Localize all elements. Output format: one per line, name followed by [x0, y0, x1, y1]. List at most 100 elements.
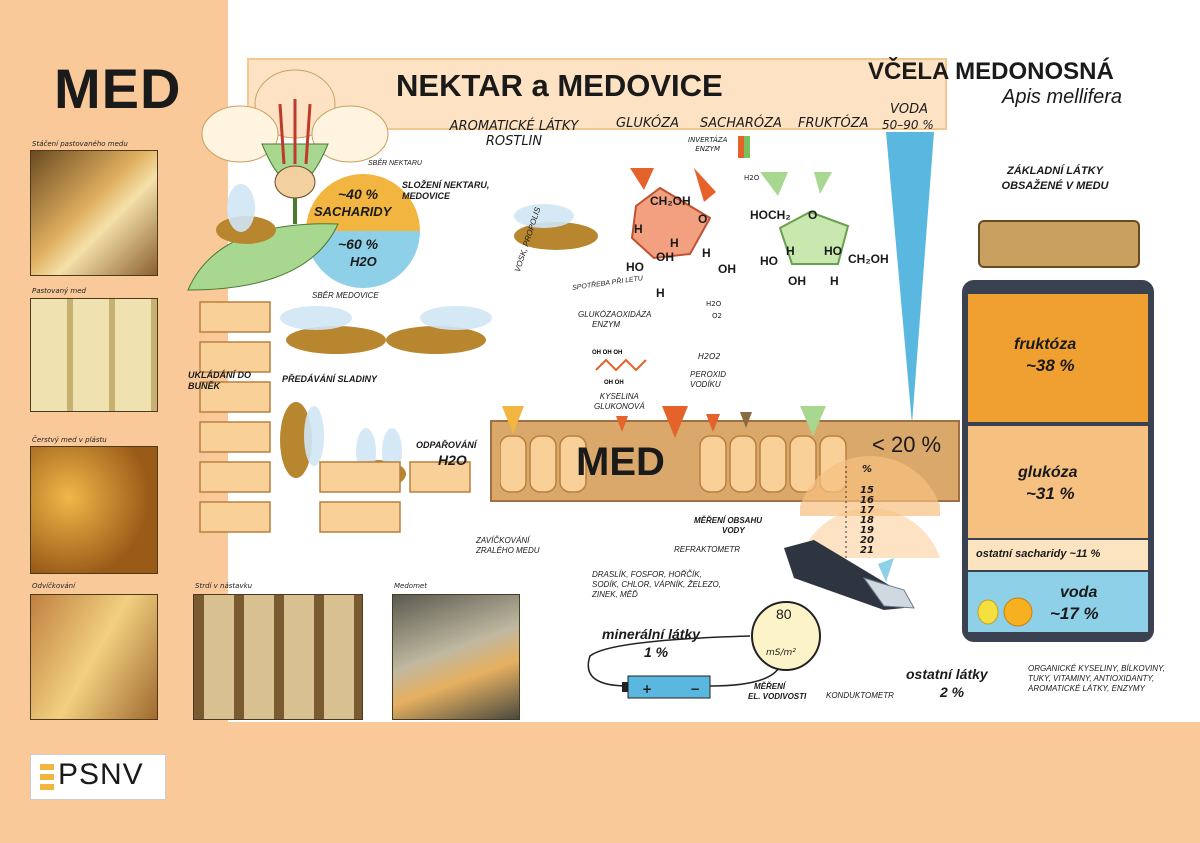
- bee-storing: [280, 402, 324, 478]
- other-list: ORGANICKÉ KYSELINY, BÍLKOVINY, TUKY, VIT…: [1028, 664, 1165, 694]
- comb-cell: [199, 421, 271, 453]
- flower-petal-left: [201, 105, 279, 163]
- photo-caption-4: Odvíčkování: [32, 582, 76, 590]
- conductivity-label-line1: MĚŘENÍ: [754, 682, 786, 691]
- refractometer-prism: [862, 577, 915, 609]
- jar-water-name: voda: [1060, 584, 1098, 601]
- evaporation-h2o: H2O: [438, 452, 467, 468]
- svg-text:OH OH: OH OH: [604, 380, 624, 386]
- comb-cell: [319, 461, 401, 493]
- refractometer-device-label: REFRAKTOMETR: [674, 545, 741, 554]
- pie-sugars-slice: [306, 174, 420, 231]
- photo-caption-5: Strdí v nástavku: [195, 582, 253, 590]
- gluconic-line1: KYSELINA: [599, 392, 639, 401]
- conductivity-circuit: [587, 601, 821, 699]
- o2-label: O2: [712, 312, 722, 320]
- conductometer-label: KONDUKTOMETR: [826, 691, 894, 700]
- other-line: AROMATICKÉ LÁTKY, ENZYMY: [1028, 684, 1145, 693]
- bees-honeydew: [280, 306, 492, 354]
- glucose-arrow-left: [630, 168, 654, 190]
- gluconic-line2: GLUKONOVÁ: [594, 402, 645, 411]
- invertase-enzyme: ENZYM: [695, 145, 721, 153]
- minerals-list: DRASLÍK, FOSFOR, HOŘČÍK, SODÍK, CHLOR, V…: [592, 570, 721, 600]
- go-line1: GLUKÓZAOXIDÁZA: [578, 310, 652, 319]
- passing-label: PŘEDÁVÁNÍ SLADINY: [282, 374, 378, 384]
- leaf-shape: [187, 223, 339, 291]
- conductivity-value: 80: [776, 606, 792, 622]
- nectar-collection-label: SBĚR NEKTARU: [368, 160, 422, 167]
- svg-text:OH OH OH: OH OH OH: [592, 350, 622, 356]
- nectar-composition-label: SLOŽENÍ NEKTARU, MEDOVICE: [402, 180, 512, 202]
- honeydew-collection-label: SBĚR MEDOVICE: [312, 291, 379, 300]
- fructose-label: FRUKTÓZA: [798, 116, 869, 131]
- other-label: ostatní látky: [906, 666, 988, 682]
- minerals-pct: 1 %: [644, 644, 669, 660]
- leaf-illustration: [187, 223, 339, 291]
- comb-cell: [199, 341, 271, 373]
- refractometer-lid: [878, 558, 894, 582]
- other-line: ORGANICKÉ KYSELINY, BÍLKOVINY,: [1028, 664, 1165, 673]
- scale-value: 15: [860, 485, 874, 496]
- composition-line1: SLOŽENÍ NEKTARU,: [402, 180, 490, 190]
- comb-cell: [199, 301, 271, 333]
- comb-cell: [199, 381, 271, 413]
- go-line2: ENZYM: [592, 320, 620, 329]
- refractometer-unit: %: [862, 464, 873, 475]
- conductivity-meter: [751, 601, 821, 671]
- scale-value: 16: [860, 495, 874, 506]
- jar-water: [968, 572, 1148, 632]
- glucose-arrow-right: [694, 168, 716, 202]
- scale-value: 17: [860, 505, 874, 516]
- photo-creamed-honey-jars: [30, 298, 158, 412]
- photo-uncapping: [30, 594, 158, 720]
- jar-glucose-name: glukóza: [1018, 464, 1078, 481]
- evaporation-label: ODPAŘOVÁNÍ: [416, 440, 477, 450]
- pie-water-label: H2O: [350, 254, 377, 269]
- other-sugars-pct: ~11 %: [1069, 548, 1101, 560]
- logo-text: PSNV: [58, 758, 144, 791]
- invertase-label: INVERTÁZA ENZYM: [688, 136, 727, 154]
- other-pct: 2 %: [940, 684, 965, 700]
- conductivity-label-line2: EL. VODIVOSTI: [748, 692, 807, 701]
- photo-honey-pouring: [30, 150, 158, 276]
- comb-cell: [409, 461, 471, 493]
- jar-fructose-name: fruktóza: [1014, 336, 1077, 353]
- aromatic-line1: AROMATICKÉ LÁTKY: [449, 119, 579, 134]
- glucose-oxidase-label: GLUKÓZAOXIDÁZA ENZYM: [578, 310, 651, 330]
- photo-caption-1: Stáčení pastovaného medu: [32, 140, 128, 148]
- pie-sugars-pct: ~40 %: [338, 186, 379, 202]
- jar-glucose: [968, 426, 1148, 538]
- storing-label: UKLÁDÁNÍ DO BUNĚK: [188, 370, 251, 391]
- flower-stamens: [278, 99, 312, 165]
- input-arrows: [502, 406, 826, 438]
- fructose-formula: HOCH₂ O H HO HO CH₂OH OH H: [750, 208, 889, 288]
- photo-caption-3: Čerstvý med v plástu: [32, 436, 107, 444]
- invertase-text: INVERTÁZA: [688, 136, 728, 144]
- glucose-molecule: [630, 168, 716, 260]
- conductivity-label: MĚŘENÍ EL. VODIVOSTI: [748, 682, 806, 702]
- jar-bubbles: [977, 597, 1033, 627]
- photo-frames-in-super: [193, 594, 363, 720]
- jar-fructose: [968, 294, 1148, 422]
- refractometer-scale: 15 16 17 18 19 20 21: [860, 486, 874, 556]
- h2o2-label: H2O2: [698, 352, 721, 361]
- jar-fructose-pct: ~38 %: [1026, 356, 1075, 375]
- refractometer-title-line1: MĚŘENÍ OBSAHU: [694, 516, 763, 525]
- other-sugars-text: ostatní sacharidy: [976, 548, 1067, 560]
- pie-water-pct: ~60 %: [338, 236, 379, 252]
- water-funnel-shape: [886, 132, 934, 424]
- refractometer-title-line2: VODY: [722, 526, 745, 535]
- flower-illustration: [201, 69, 389, 224]
- glucose-ring: [630, 186, 712, 260]
- comb-cell: [199, 501, 271, 533]
- nectar-pie: [306, 174, 420, 288]
- fructose-ring: [778, 210, 850, 265]
- peroxide-line2: VODÍKU: [690, 380, 721, 389]
- honey-water-pct: < 20 %: [872, 432, 942, 457]
- refractometer-device: [784, 540, 915, 610]
- basic-substances-title: ZÁKLADNÍ LÁTKY OBSAŽENÉ V MEDU: [986, 164, 1124, 194]
- minerals-label: minerální látky: [602, 626, 701, 642]
- minerals-line: DRASLÍK, FOSFOR, HOŘČÍK,: [592, 570, 702, 579]
- gluconic-label: KYSELINA GLUKONOVÁ: [594, 392, 645, 412]
- gluconic-chain: [595, 358, 647, 372]
